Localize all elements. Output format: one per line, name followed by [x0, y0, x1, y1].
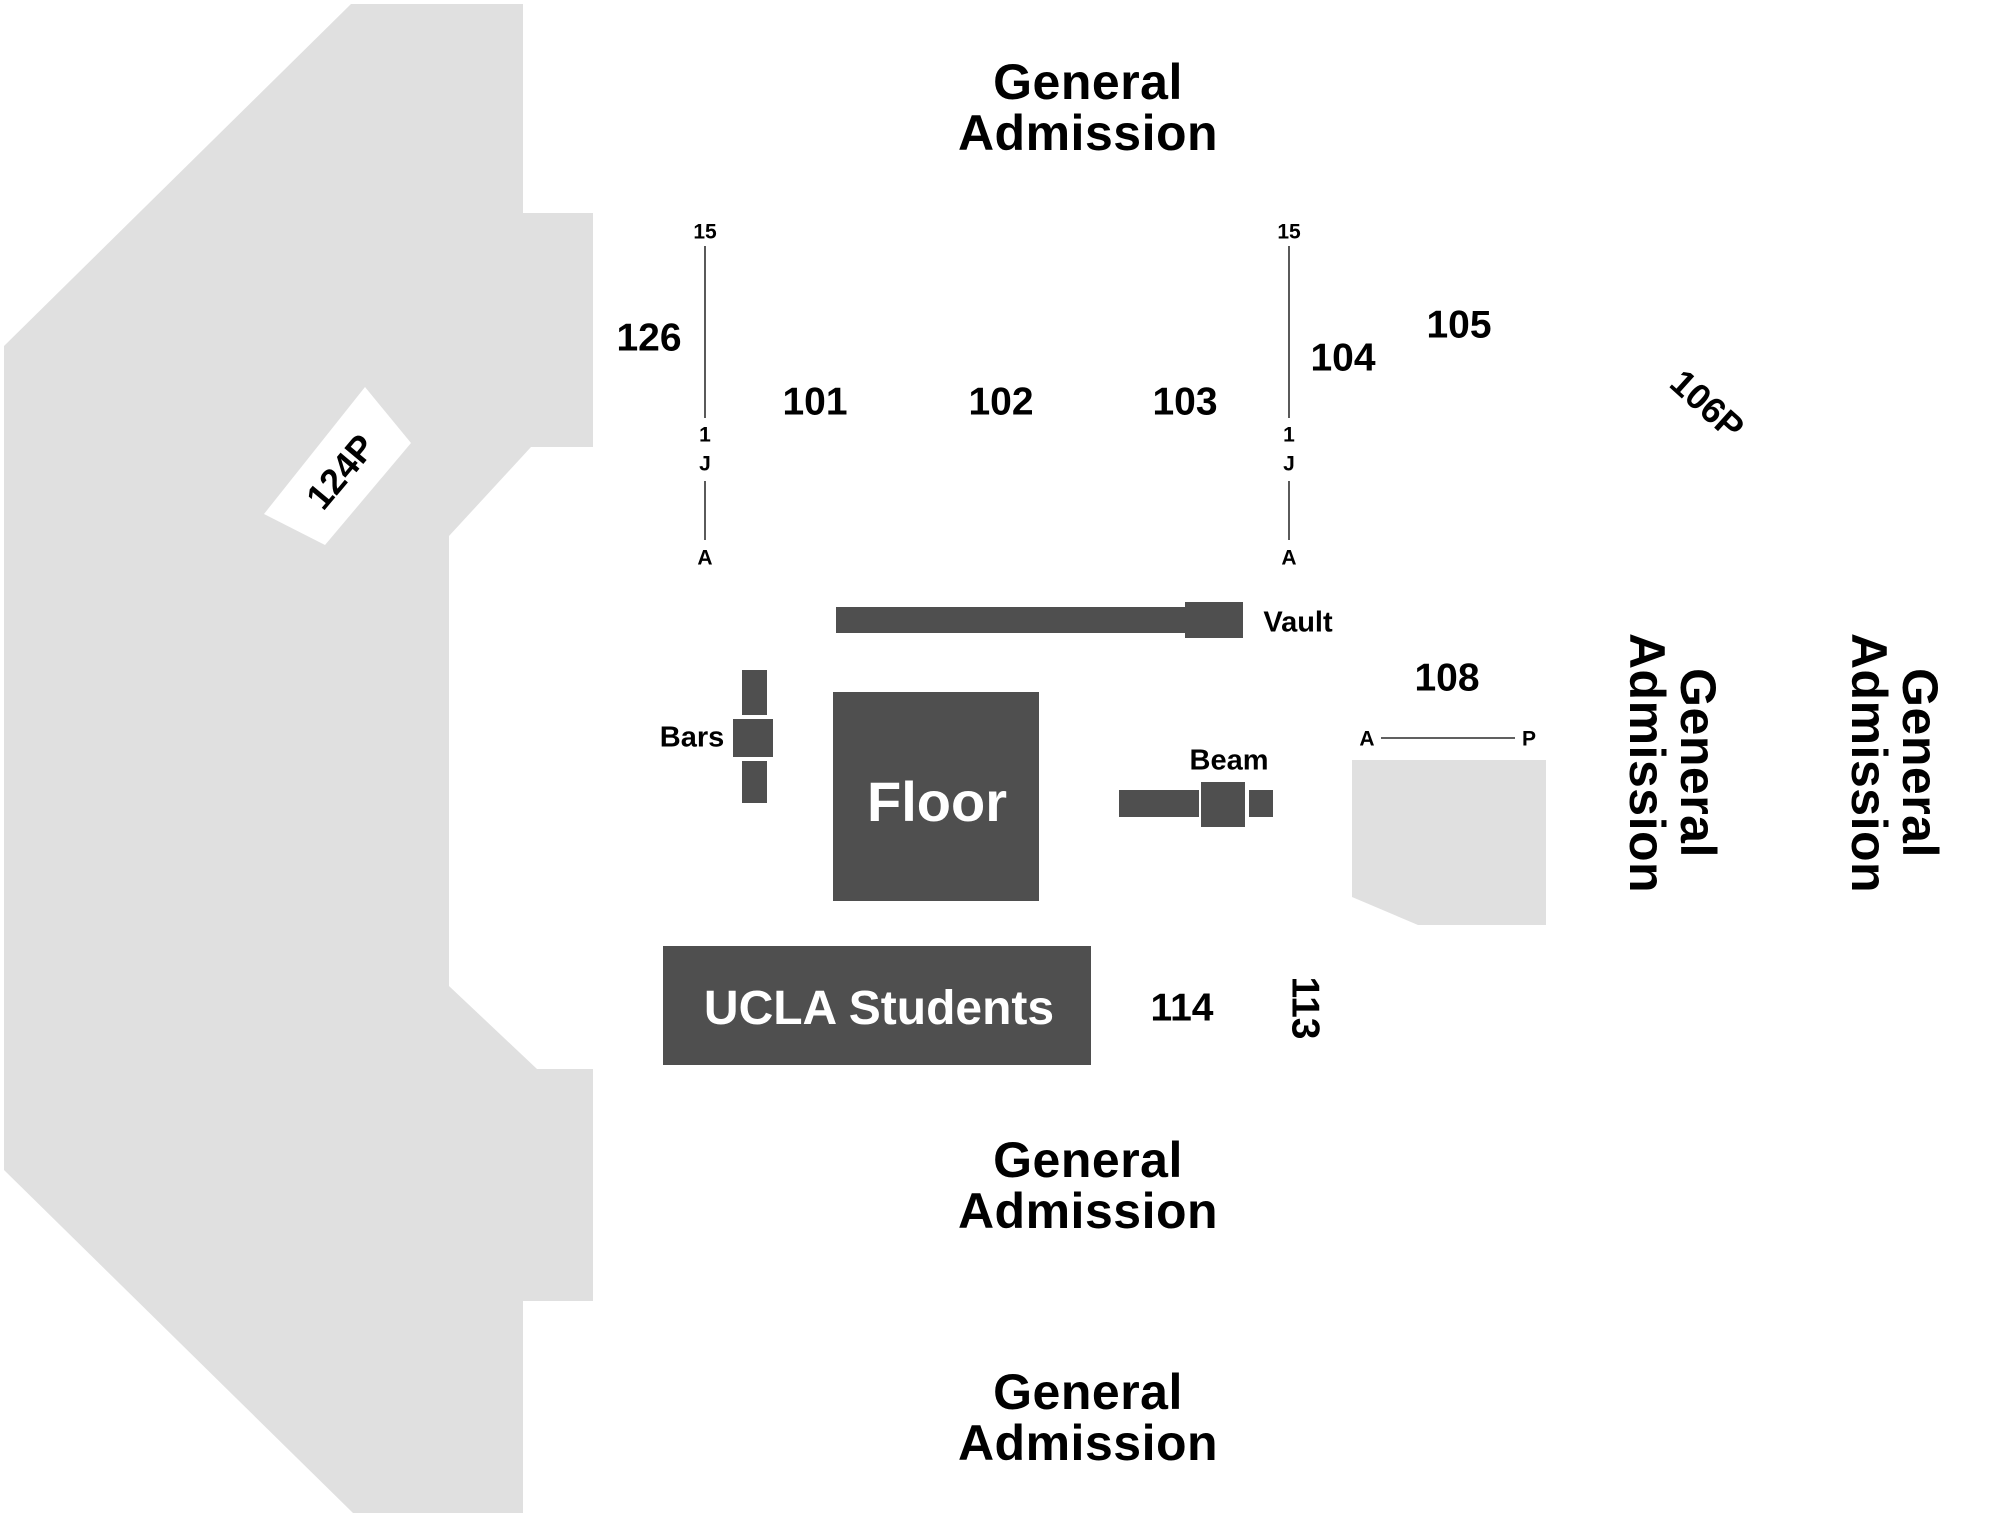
section-label-108[interactable]: 108 — [1414, 656, 1480, 700]
row-marker-right-1: 1 — [1283, 423, 1295, 447]
general-admission-line1: General — [1670, 668, 1726, 858]
section-west-lower[interactable] — [4, 740, 593, 1513]
section-label-101[interactable]: 101 — [782, 380, 848, 424]
row-marker-right-a: A — [1281, 546, 1297, 570]
section-label-105[interactable]: 105 — [1426, 303, 1492, 347]
section-label-104[interactable]: 104 — [1310, 336, 1376, 380]
vault-runway[interactable] — [836, 607, 1188, 633]
section-124p-label-box — [264, 387, 411, 545]
floor-exercise-area[interactable] — [833, 692, 1039, 901]
row-marker-right-15: 15 — [1277, 220, 1301, 244]
general-admission-line1: General — [993, 1364, 1183, 1420]
section-108[interactable] — [1352, 760, 1546, 925]
row-marker-left-15: 15 — [693, 220, 717, 244]
section-label-113[interactable]: 113 — [1283, 976, 1327, 1040]
general-admission-line1: General — [993, 54, 1183, 110]
general-admission-line1: General — [1892, 668, 1948, 858]
bars-label: Bars — [659, 721, 725, 754]
bars-upper[interactable] — [742, 670, 767, 715]
bars-middle[interactable] — [733, 719, 773, 757]
section-label-102[interactable]: 102 — [968, 380, 1034, 424]
row-marker-left-j: J — [699, 452, 711, 476]
general-admission-line2: Admission — [1841, 632, 1897, 894]
general-admission-line2: Admission — [957, 1183, 1219, 1239]
beam-right[interactable] — [1249, 790, 1273, 817]
general-admission-south-1[interactable]: General Admission — [958, 1135, 1218, 1237]
beam-label: Beam — [1189, 744, 1269, 777]
general-admission-east-1[interactable]: General Admission — [1619, 632, 1726, 894]
section-label-114[interactable]: 114 — [1150, 986, 1214, 1030]
floor-label: Floor — [867, 770, 1007, 833]
general-admission-east-2[interactable]: General Admission — [1841, 632, 1948, 894]
vault-table[interactable] — [1185, 602, 1243, 638]
section-west-upper[interactable] — [4, 4, 593, 760]
general-admission-line2: Admission — [1619, 632, 1675, 894]
section-label-103[interactable]: 103 — [1152, 380, 1218, 424]
general-admission-line2: Admission — [957, 105, 1219, 161]
general-admission-line2: Admission — [957, 1415, 1219, 1471]
row-marker-left-1: 1 — [699, 423, 711, 447]
row-marker-108-p: P — [1521, 727, 1537, 751]
row-marker-108-a: A — [1359, 727, 1375, 751]
beam-middle[interactable] — [1201, 782, 1245, 827]
general-admission-north[interactable]: General Admission — [958, 57, 1218, 159]
general-admission-south-2[interactable]: General Admission — [958, 1367, 1218, 1469]
row-marker-left-a: A — [697, 546, 713, 570]
bars-lower[interactable] — [742, 761, 767, 803]
ucla-students-section[interactable] — [663, 946, 1091, 1065]
beam-left[interactable] — [1119, 790, 1199, 817]
row-marker-right-j: J — [1283, 452, 1295, 476]
vault-label: Vault — [1263, 606, 1333, 639]
general-admission-line1: General — [993, 1132, 1183, 1188]
ucla-students-label[interactable]: UCLA Students — [703, 982, 1055, 1035]
section-label-126[interactable]: 126 — [616, 316, 682, 360]
